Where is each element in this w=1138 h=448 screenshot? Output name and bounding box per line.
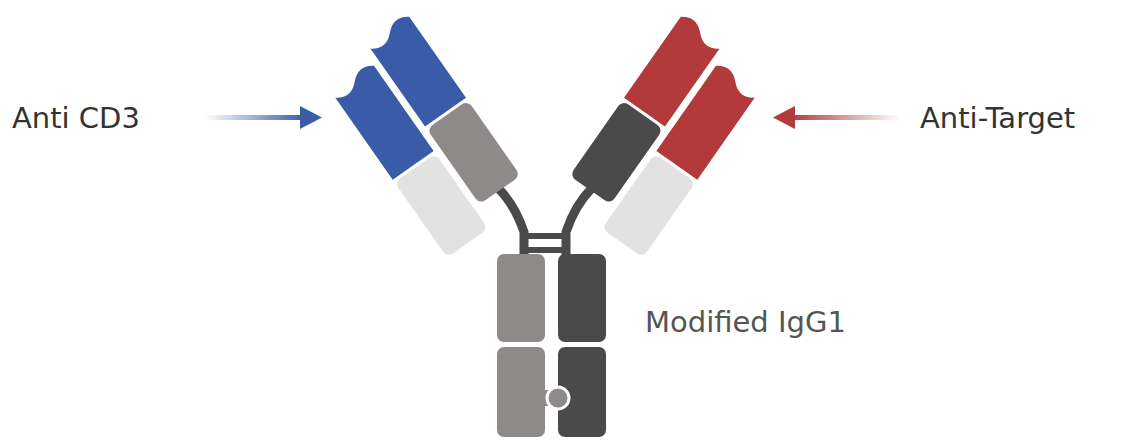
hinge-region (498, 188, 592, 258)
leader-arrow (773, 106, 900, 129)
anti-target-fab-arm (555, 13, 771, 257)
anti-cd3-fab-arm (319, 13, 535, 257)
annotation-label: Anti CD3 (12, 104, 140, 133)
leader-arrow (205, 106, 322, 129)
annotation-label: Anti-Target (920, 104, 1075, 133)
fc-region (497, 254, 606, 437)
annotation-label: Modified IgG1 (645, 308, 846, 337)
